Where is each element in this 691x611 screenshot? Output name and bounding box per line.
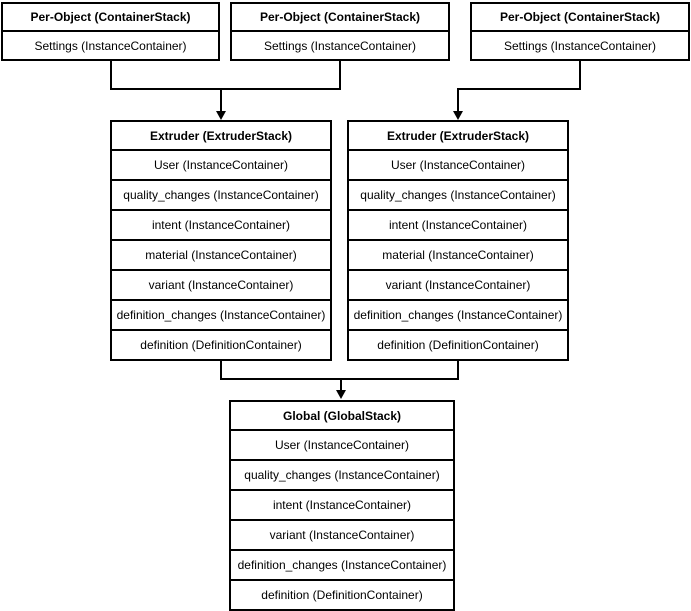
- stack-row: Settings (InstanceContainer): [232, 30, 448, 59]
- stack-row: quality_changes (InstanceContainer): [349, 179, 567, 209]
- stack-row: intent (InstanceContainer): [349, 209, 567, 239]
- stack-row: Settings (InstanceContainer): [472, 30, 688, 59]
- stack-row: quality_changes (InstanceContainer): [231, 459, 453, 489]
- stack-row: User (InstanceContainer): [231, 429, 453, 459]
- per-object-stack-2: Per-Object (ContainerStack) Settings (In…: [230, 2, 450, 61]
- arrowhead-down-icon: [216, 111, 226, 120]
- stack-row: quality_changes (InstanceContainer): [112, 179, 330, 209]
- connector-line: [457, 88, 459, 112]
- stack-header: Extruder (ExtruderStack): [386, 128, 530, 143]
- stack-row: variant (InstanceContainer): [231, 519, 453, 549]
- stack-row: definition_changes (InstanceContainer): [231, 549, 453, 579]
- stack-row: material (InstanceContainer): [112, 239, 330, 269]
- stack-row: variant (InstanceContainer): [112, 269, 330, 299]
- global-stack: Global (GlobalStack) User (InstanceConta…: [229, 400, 455, 611]
- per-object-stack-1: Per-Object (ContainerStack) Settings (In…: [1, 2, 220, 61]
- per-object-stack-3: Per-Object (ContainerStack) Settings (In…: [470, 2, 690, 61]
- stack-row: User (InstanceContainer): [112, 149, 330, 179]
- connector-line: [457, 88, 581, 90]
- connector-line: [110, 88, 341, 90]
- stack-row: definition (DefinitionContainer): [231, 579, 453, 609]
- connector-line: [339, 60, 341, 90]
- stack-row: definition (DefinitionContainer): [112, 329, 330, 359]
- stack-row: definition_changes (InstanceContainer): [349, 299, 567, 329]
- stack-header: Global (GlobalStack): [282, 408, 402, 423]
- connector-line: [457, 361, 459, 380]
- stack-rows: Settings (InstanceContainer): [3, 30, 218, 59]
- arrowhead-down-icon: [336, 390, 346, 399]
- stack-header: Per-Object (ContainerStack): [499, 10, 661, 24]
- arrowhead-down-icon: [453, 111, 463, 120]
- stack-row: intent (InstanceContainer): [112, 209, 330, 239]
- connector-line: [220, 88, 222, 112]
- stack-rows: Settings (InstanceContainer): [472, 30, 688, 59]
- stack-rows: User (InstanceContainer)quality_changes …: [231, 429, 453, 609]
- stack-row: intent (InstanceContainer): [231, 489, 453, 519]
- stack-row: variant (InstanceContainer): [349, 269, 567, 299]
- connector-line: [220, 378, 459, 380]
- stack-rows: User (InstanceContainer)quality_changes …: [349, 149, 567, 359]
- stack-rows: Settings (InstanceContainer): [232, 30, 448, 59]
- stack-header: Extruder (ExtruderStack): [149, 128, 293, 143]
- connector-line: [579, 60, 581, 90]
- stack-row: Settings (InstanceContainer): [3, 30, 218, 59]
- connector-line: [110, 60, 112, 90]
- extruder-stack-2: Extruder (ExtruderStack) User (InstanceC…: [347, 120, 569, 361]
- connector-line: [220, 361, 222, 380]
- stack-rows: User (InstanceContainer)quality_changes …: [112, 149, 330, 359]
- stack-row: User (InstanceContainer): [349, 149, 567, 179]
- extruder-stack-1: Extruder (ExtruderStack) User (InstanceC…: [110, 120, 332, 361]
- stack-row: definition (DefinitionContainer): [349, 329, 567, 359]
- stack-header: Per-Object (ContainerStack): [30, 10, 191, 24]
- stack-row: definition_changes (InstanceContainer): [112, 299, 330, 329]
- connector-line: [340, 378, 342, 392]
- stack-header: Per-Object (ContainerStack): [259, 10, 421, 24]
- stack-row: material (InstanceContainer): [349, 239, 567, 269]
